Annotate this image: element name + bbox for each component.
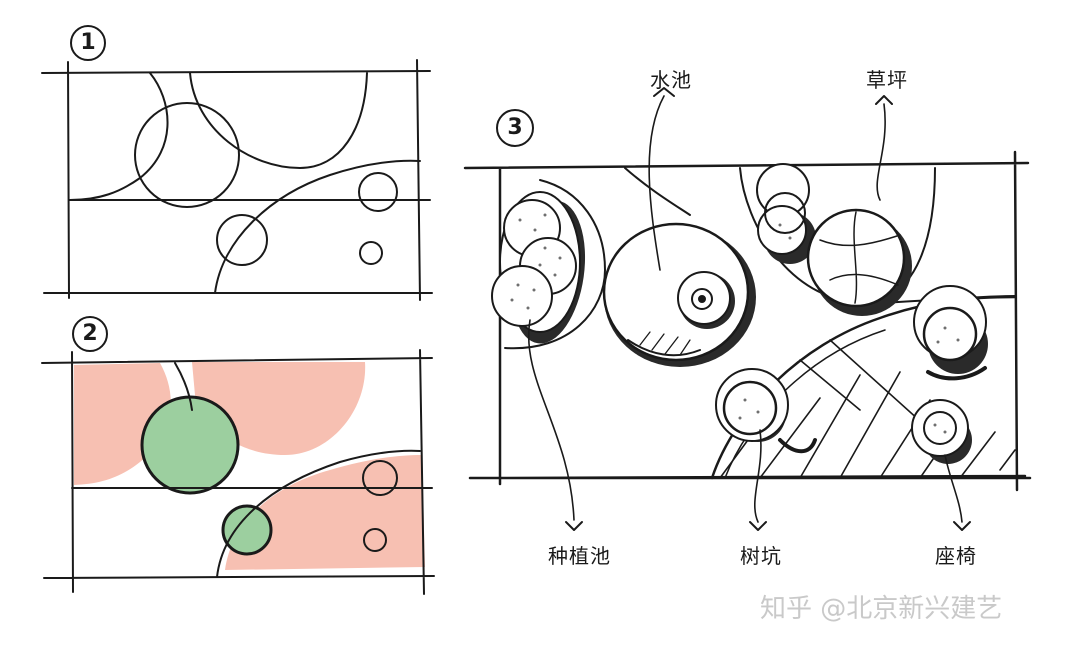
leader-water-pool (648, 95, 665, 271)
panel-2-arc-diagonal (216, 449, 421, 578)
arrow-seat (953, 521, 971, 531)
seat-lower-left (778, 438, 817, 454)
tree-ring-mid (764, 192, 806, 234)
panel-3 (463, 87, 1032, 531)
planter-stipple (510, 213, 562, 310)
lawn-tree-branches (819, 211, 901, 304)
arrow-planting (565, 521, 583, 531)
panel-1-number: 1 (80, 30, 96, 55)
tree-pit-canopy (722, 380, 778, 436)
pool-hatch (639, 331, 691, 356)
planter-arc (504, 179, 606, 350)
fountain-inner (691, 288, 713, 310)
panel-1-circle-right-top (358, 172, 398, 212)
seat-right-top (926, 366, 987, 381)
leader-seat (944, 454, 963, 523)
leader-tree-pit (754, 429, 762, 523)
label-lawn: 草坪 (866, 68, 908, 92)
panel-3-number-circle (496, 109, 534, 147)
panel-1-arc-top (189, 72, 368, 169)
panel-1-arc-diagonal (214, 159, 421, 294)
panel-1-circle-center (134, 102, 240, 208)
lawn-tree (806, 208, 906, 308)
tree-planter-3 (491, 265, 553, 327)
tree-canopy-mid (757, 205, 807, 255)
panel-3-number: 3 (507, 115, 523, 140)
planter-line (624, 167, 691, 216)
tree-canopy-right (922, 306, 978, 362)
panel-2-circle-right-bottom (363, 528, 387, 552)
panel-1-circle-small (216, 214, 268, 266)
panel-1 (41, 25, 433, 301)
leader-lawn (876, 103, 886, 201)
label-seat: 座椅 (935, 544, 977, 568)
panel-1-frame (41, 59, 433, 301)
fountain-center (698, 295, 706, 303)
arrow-water-pool (653, 87, 675, 97)
panel-2 (41, 316, 435, 595)
panel-1-arc-left (69, 72, 169, 201)
panel-2-green-large (140, 395, 240, 495)
panel-2-circle-right-top (362, 460, 398, 496)
watermark: 知乎 @北京新兴建艺 (760, 594, 1003, 624)
arrow-lawn (875, 95, 893, 105)
panel-2-number-circle (72, 316, 108, 352)
panel-2-green-small (221, 504, 273, 556)
panel-1-circle-right-bottom (359, 241, 383, 265)
panel-1-number-circle (70, 25, 106, 61)
panel-2-divider (174, 362, 193, 411)
tree-canopy-lower-right (923, 411, 957, 445)
leader-planting (527, 319, 575, 521)
label-water-pool: 水池 (650, 68, 692, 92)
panel-3-frame (463, 150, 1032, 492)
panel-2-frame (41, 349, 435, 595)
label-planting-edge: 种植池 (548, 544, 611, 568)
tree-stipple (738, 223, 960, 434)
label-tree-pit: 树坑 (740, 544, 782, 568)
pool-hatch-edge (627, 339, 701, 357)
panel-2-number: 2 (82, 321, 98, 346)
arrow-tree-pit (749, 521, 767, 531)
panel-2-pink-bottom (225, 455, 425, 570)
